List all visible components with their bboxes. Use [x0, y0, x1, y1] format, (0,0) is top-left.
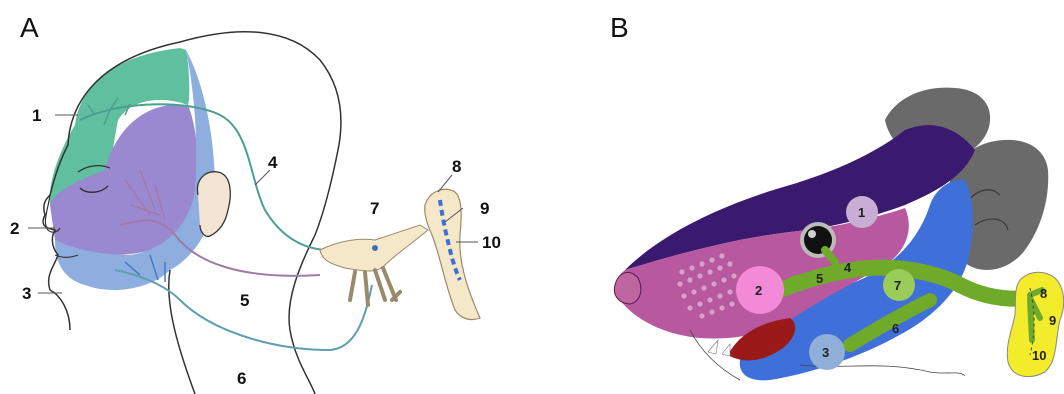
ear [197, 172, 230, 237]
rat-nose [614, 272, 640, 304]
label-a-6: 6 [237, 369, 246, 388]
label-b-4: 4 [844, 260, 852, 275]
label-b-3: 3 [822, 345, 829, 360]
label-a-7: 7 [370, 199, 379, 218]
rat-teeth [708, 340, 730, 356]
panel-a-human-head: 1 2 3 4 5 6 7 8 9 10 [10, 32, 501, 394]
label-b-8: 8 [1040, 286, 1047, 301]
label-a-2: 2 [10, 219, 19, 238]
panel-b-rat-head: 1 2 3 4 5 6 7 8 9 10 [614, 88, 1063, 381]
label-b-6: 6 [892, 321, 899, 336]
label-b-2: 2 [755, 283, 762, 298]
nerve-roots [350, 268, 400, 305]
label-a-10: 10 [482, 233, 501, 252]
label-a-9: 9 [480, 199, 489, 218]
neck-line [169, 270, 195, 394]
label-b-9: 9 [1049, 313, 1056, 328]
label-b-7: 7 [894, 278, 901, 293]
label-a-4: 4 [268, 153, 278, 172]
nerve-v3 [115, 270, 372, 350]
ganglion-dot [372, 245, 378, 251]
label-b-10: 10 [1032, 348, 1046, 363]
label-a-1: 1 [32, 106, 41, 125]
rat-eye-highlight [808, 230, 816, 238]
label-b-1: 1 [858, 205, 865, 220]
label-a-8: 8 [452, 157, 461, 176]
label-a-5: 5 [240, 291, 249, 310]
label-a-3: 3 [22, 284, 31, 303]
label-b-5: 5 [816, 271, 823, 286]
